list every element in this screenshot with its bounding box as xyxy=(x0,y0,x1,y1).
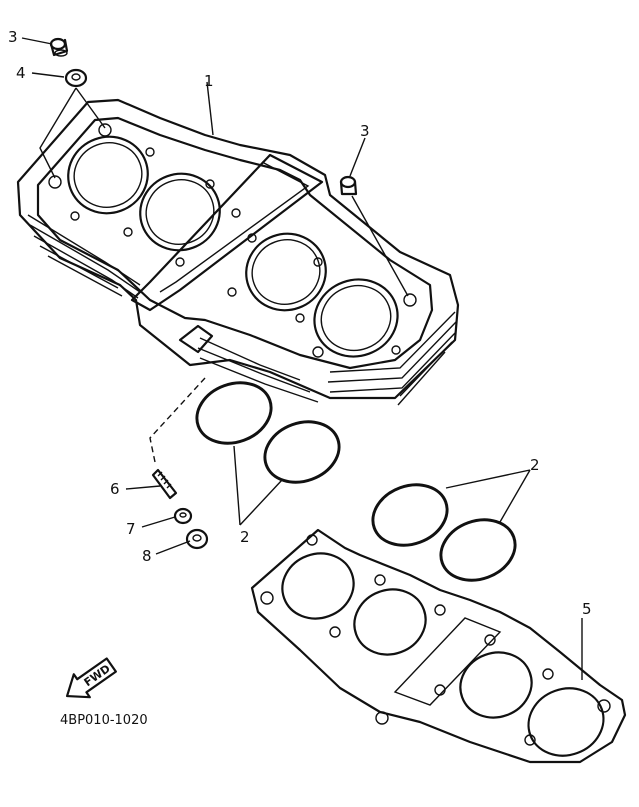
leader-lines xyxy=(21,37,583,680)
label-part-8: 8 xyxy=(142,547,152,565)
dowel-pin-left xyxy=(49,37,69,57)
drawing-code: 4BP010-1020 xyxy=(60,713,148,728)
label-part-7: 7 xyxy=(126,520,136,538)
label-part-5: 5 xyxy=(582,600,592,618)
nut-part-8 xyxy=(185,528,209,550)
forward-direction-arrow: FWD xyxy=(65,657,117,699)
label-part-2-upper: 2 xyxy=(240,528,250,546)
label-part-4: 4 xyxy=(16,64,26,82)
label-part-6: 6 xyxy=(110,480,120,498)
label-part-1: 1 xyxy=(204,72,214,90)
stud-bolt xyxy=(151,468,178,500)
label-part-2-lower: 2 xyxy=(530,456,540,474)
dowel-pin-right xyxy=(339,175,358,196)
washer-part-4 xyxy=(64,68,88,88)
label-part-3-left: 3 xyxy=(8,28,18,46)
cylinder-block xyxy=(16,98,460,406)
label-part-3-right: 3 xyxy=(360,122,370,140)
cylinder-base-gasket xyxy=(250,528,627,764)
o-rings-lower xyxy=(371,483,517,582)
o-rings-upper xyxy=(195,381,341,484)
washer-part-7 xyxy=(173,507,193,525)
